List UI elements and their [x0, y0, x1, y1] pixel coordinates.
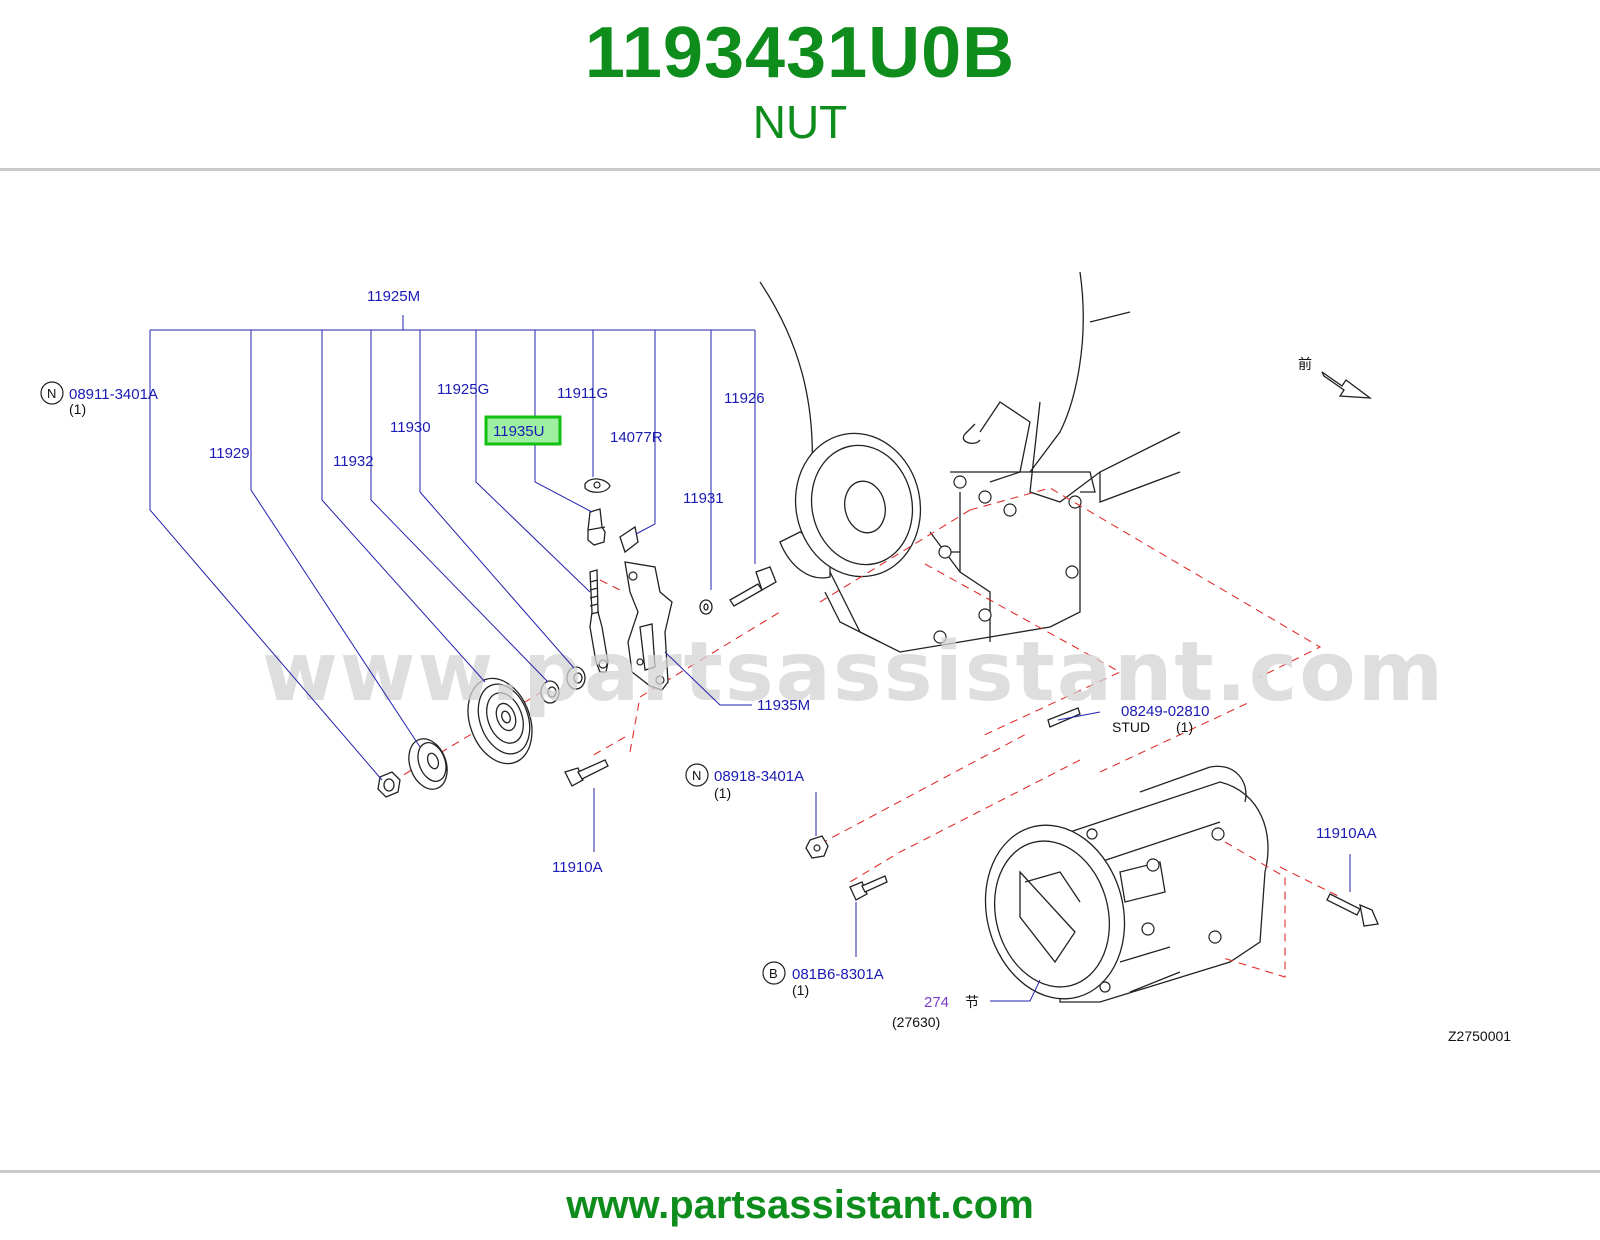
assembly-dashed-lines — [379, 487, 1341, 978]
front-arrow-icon — [1321, 371, 1373, 399]
label-081B6-8301A[interactable]: 081B6-8301A — [792, 966, 884, 983]
label-stud-qty: (1) — [1176, 719, 1193, 735]
parts-diagram: www.partsassistant.com 11925M N 08911-34… — [40, 271, 1511, 1044]
compressor-nut-part — [805, 835, 829, 859]
watermark-text: www.partsassistant.com — [262, 625, 1445, 720]
label-11935U[interactable]: 11935U — [493, 423, 544, 440]
label-11932[interactable]: 11932 — [333, 453, 374, 470]
compressor-bolt-part — [849, 875, 888, 901]
label-11910A[interactable]: 11910A — [552, 859, 603, 876]
header-divider — [0, 168, 1600, 171]
label-08911-3401A[interactable]: 08911-3401A — [69, 386, 158, 403]
label-08918-qty: (1) — [714, 785, 731, 801]
callout-n-letter: N — [47, 386, 56, 401]
label-11910AA[interactable]: 11910AA — [1316, 825, 1377, 842]
washer-part — [699, 599, 713, 615]
label-11925M[interactable]: 11925M — [367, 288, 420, 305]
label-11911G[interactable]: 11911G — [557, 385, 608, 402]
label-stud: STUD — [1112, 719, 1150, 735]
idler-pulley-small — [408, 738, 448, 790]
label-11930[interactable]: 11930 — [390, 419, 431, 436]
label-11925G[interactable]: 11925G — [437, 381, 489, 398]
label-08249-02810[interactable]: 08249-02810 — [1121, 703, 1209, 720]
label-14077R[interactable]: 14077R — [610, 429, 663, 446]
stud-part — [1047, 707, 1081, 728]
label-11935M[interactable]: 11935M — [757, 697, 810, 714]
tensioner-bracket — [624, 561, 673, 691]
highlight-box — [484, 415, 562, 446]
spacer-collars — [540, 666, 586, 704]
idler-pulley-large — [467, 677, 533, 765]
part-number-title: 1193431U0B — [584, 13, 1016, 93]
callout-b-letter: B — [769, 966, 778, 981]
cover-plate-part — [619, 525, 639, 554]
leader-lines — [149, 315, 1351, 1002]
callout-b-circle — [762, 961, 786, 985]
bracket-bolt-part — [564, 759, 609, 787]
label-08911-qty: (1) — [69, 401, 86, 417]
callout-n-circle — [40, 381, 64, 405]
label-274[interactable]: 274 — [924, 994, 949, 1011]
footer-divider — [0, 1170, 1600, 1173]
label-11931[interactable]: 11931 — [683, 490, 724, 507]
ac-compressor — [984, 765, 1269, 1003]
label-08918-3401A[interactable]: 08918-3401A — [714, 768, 804, 785]
front-marker: 前 — [1298, 356, 1312, 372]
lock-nut-part — [587, 508, 606, 546]
adjusting-bolt — [589, 569, 609, 673]
label-081B6-qty: (1) — [792, 982, 809, 998]
label-274-suffix: 节 — [965, 994, 979, 1010]
water-pump-pulley — [779, 432, 922, 579]
callout-n2-circle — [685, 763, 709, 787]
diagram-code: Z2750001 — [1448, 1028, 1511, 1044]
label-11926[interactable]: 11926 — [724, 390, 765, 407]
engine-bolt-part — [729, 566, 777, 607]
footer-url-link[interactable]: www.partsassistant.com — [566, 1183, 1034, 1227]
callout-n2-letter: N — [692, 768, 701, 783]
label-11929[interactable]: 11929 — [209, 445, 250, 462]
idler-nut-part — [377, 771, 401, 798]
compressor-long-bolt-part — [1326, 893, 1379, 927]
header: 1193431U0B NUT — [0, 0, 1600, 168]
tab-washer-part — [584, 478, 611, 493]
label-27630: (27630) — [892, 1014, 940, 1030]
part-name-subtitle: NUT — [752, 96, 848, 148]
